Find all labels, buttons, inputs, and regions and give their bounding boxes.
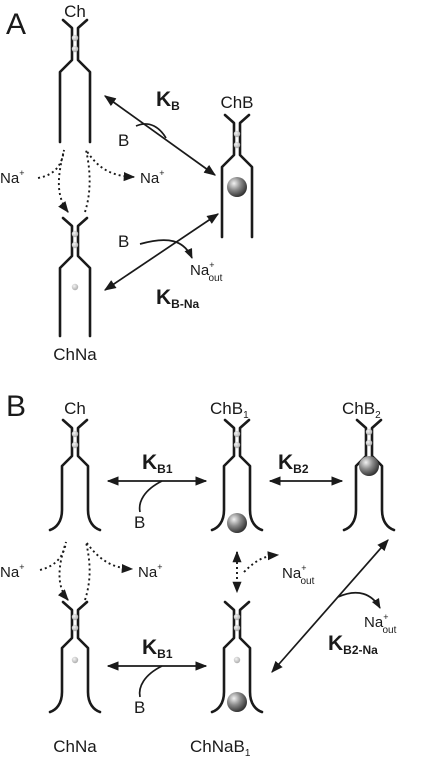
label-na-right-a: Na+: [140, 168, 164, 187]
na-ion: [233, 624, 241, 632]
na-ion: [365, 439, 373, 447]
label-kb2: KB2: [278, 451, 309, 476]
na-ion: [71, 34, 79, 42]
label-chna-b: ChNa: [53, 737, 97, 756]
blocker-ball: [227, 177, 247, 197]
channel-ch-a: [58, 18, 92, 144]
na-exit-dotted-arrow-b: [84, 541, 134, 601]
na-ion: [365, 428, 373, 436]
label-kbna: KB-Na: [156, 286, 200, 311]
na-entry-dotted-arrow-a: [37, 149, 69, 213]
unbinding-arrow-na-out-right: [337, 591, 381, 609]
binding-arrow-b-top: [138, 480, 163, 513]
channel-chna-a: [58, 216, 92, 338]
channel-ch-b: [48, 418, 102, 532]
label-kb: KB: [156, 88, 180, 113]
equilibrium-arrow-kbna: [104, 213, 219, 291]
label-chna-a: ChNa: [53, 345, 97, 364]
label-chb-a: ChB: [220, 93, 253, 112]
label-kb1-top: KB1: [142, 451, 173, 476]
panel-a-letter: A: [6, 8, 26, 41]
label-b-top: B: [134, 513, 145, 532]
na-entry-dotted-arrow-b: [39, 541, 69, 601]
na-ion: [71, 45, 79, 53]
label-b-lower-a: B: [118, 232, 129, 251]
equilibrium-arrow-kb: [104, 95, 216, 176]
channel-chb-a: [220, 113, 254, 239]
label-chb2: ChB2: [342, 399, 381, 421]
label-na-left-a: Na+: [0, 168, 24, 187]
blocker-ball: [359, 456, 379, 476]
na-ion: [71, 230, 79, 238]
na-ion: [233, 613, 241, 621]
na-ion: [71, 441, 79, 449]
binding-arrow-b-bottom: [138, 665, 163, 698]
channel-chnab1: [210, 600, 264, 714]
blocker-ball: [227, 692, 247, 712]
na-ion: [233, 441, 241, 449]
na-ion: [71, 656, 79, 664]
channel-chna-b: [48, 600, 102, 714]
label-na-out-mid: Na+out: [282, 563, 315, 587]
label-na-left-b: Na+: [0, 562, 24, 581]
na-ion: [233, 656, 241, 664]
na-ion: [71, 624, 79, 632]
blocker-ball: [227, 513, 247, 533]
equilibrium-arrow-kb2na: [271, 539, 389, 673]
channel-chb2: [342, 418, 396, 532]
label-ch-b: Ch: [64, 399, 86, 418]
na-ion: [71, 613, 79, 621]
na-ion: [71, 283, 79, 291]
label-kb1-bottom: KB1: [142, 636, 173, 661]
na-ion: [71, 241, 79, 249]
na-ion: [233, 141, 241, 149]
label-b-bottom: B: [134, 698, 145, 717]
na-ion: [233, 130, 241, 138]
label-na-right-b: Na+: [138, 562, 162, 581]
channel-chb1: [210, 418, 264, 533]
label-chb1: ChB1: [210, 399, 249, 421]
na-ion: [233, 430, 241, 438]
unbinding-arrow-na-out: [139, 239, 193, 259]
na-ion: [71, 430, 79, 438]
label-chnab1: ChNaB1: [190, 737, 251, 759]
label-na-out-a: Na+out: [190, 260, 223, 284]
label-na-out-right: Na+out: [364, 612, 397, 636]
panel-b-letter: B: [6, 390, 26, 423]
na-exit-dotted-arrow-mid: [243, 551, 280, 573]
na-exit-dotted-arrow-a: [84, 149, 136, 213]
binding-arrow-b: [135, 123, 167, 139]
label-b-upper-a: B: [118, 131, 129, 150]
label-kb2na: KB2-Na: [328, 632, 378, 657]
label-ch-a: Ch: [64, 2, 86, 21]
